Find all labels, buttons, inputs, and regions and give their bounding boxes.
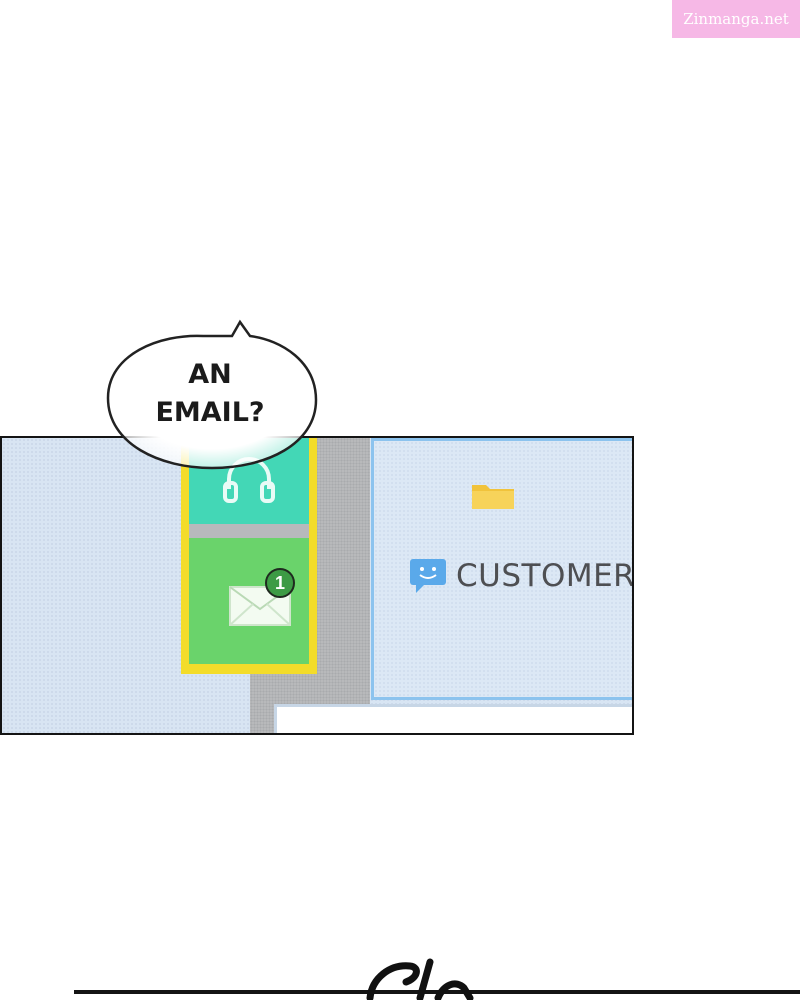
tile-divider bbox=[189, 524, 309, 538]
brush-stroke-sfx bbox=[366, 958, 474, 1000]
speech-line-1: AN bbox=[188, 359, 232, 390]
speech-line-2: EMAIL? bbox=[155, 397, 265, 428]
email-tile[interactable]: 1 bbox=[189, 538, 309, 664]
customer-label: CUSTOMER bbox=[456, 558, 634, 594]
envelope-icon bbox=[229, 586, 291, 626]
chat-smile-icon bbox=[410, 559, 446, 593]
speech-text: AN EMAIL? bbox=[130, 356, 290, 432]
watermark: Zinmanga.net bbox=[672, 0, 800, 38]
speech-bubble: AN EMAIL? bbox=[100, 316, 326, 478]
watermark-text: Zinmanga.net bbox=[683, 10, 789, 28]
comic-panel-screen: 1 CUSTOMER bbox=[0, 436, 634, 735]
folder-icon[interactable] bbox=[470, 479, 516, 511]
speech-bubble-shape bbox=[106, 319, 318, 470]
customer-row[interactable]: CUSTOMER bbox=[408, 557, 634, 595]
customer-window: CUSTOMER bbox=[371, 438, 634, 700]
lower-window bbox=[274, 704, 632, 733]
next-panel-border bbox=[74, 990, 800, 994]
badge-count: 1 bbox=[274, 572, 285, 593]
notification-badge: 1 bbox=[265, 568, 295, 598]
